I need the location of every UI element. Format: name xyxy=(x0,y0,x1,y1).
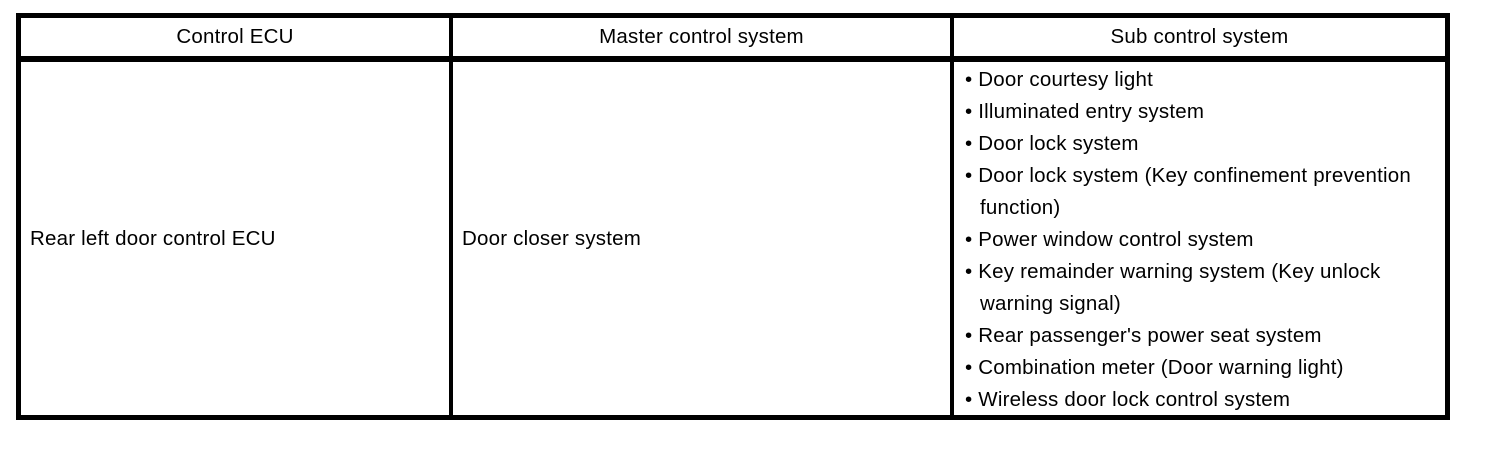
sub-control-system-item: Combination meter (Door warning light) xyxy=(965,352,1433,384)
column-header-sub-control-system: Sub control system xyxy=(954,18,1445,62)
sub-control-system-item: Key remainder warning system (Key unlock… xyxy=(965,256,1433,320)
sub-control-system-item: Illuminated entry system xyxy=(965,96,1433,128)
sub-control-system-item: Rear passenger's power seat system xyxy=(965,320,1433,352)
cell-control-ecu: Rear left door control ECU xyxy=(21,62,453,415)
sub-control-system-item: Door lock system xyxy=(965,128,1433,160)
column-header-control-ecu: Control ECU xyxy=(21,18,453,62)
column-header-master-control-system: Master control system xyxy=(453,18,954,62)
sub-control-system-item: Door lock system (Key confinement preven… xyxy=(965,160,1433,224)
cell-sub-control-systems: Door courtesy light Illuminated entry sy… xyxy=(954,62,1445,415)
sub-control-system-item: Door courtesy light xyxy=(965,64,1433,96)
sub-control-system-item: Power window control system xyxy=(965,224,1433,256)
cell-master-control-system: Door closer system xyxy=(453,62,954,415)
sub-control-systems-list: Door courtesy light Illuminated entry sy… xyxy=(954,62,1445,415)
ecu-systems-table: Control ECU Master control system Sub co… xyxy=(16,13,1450,420)
sub-control-system-item: Wireless door lock control system xyxy=(965,384,1433,415)
